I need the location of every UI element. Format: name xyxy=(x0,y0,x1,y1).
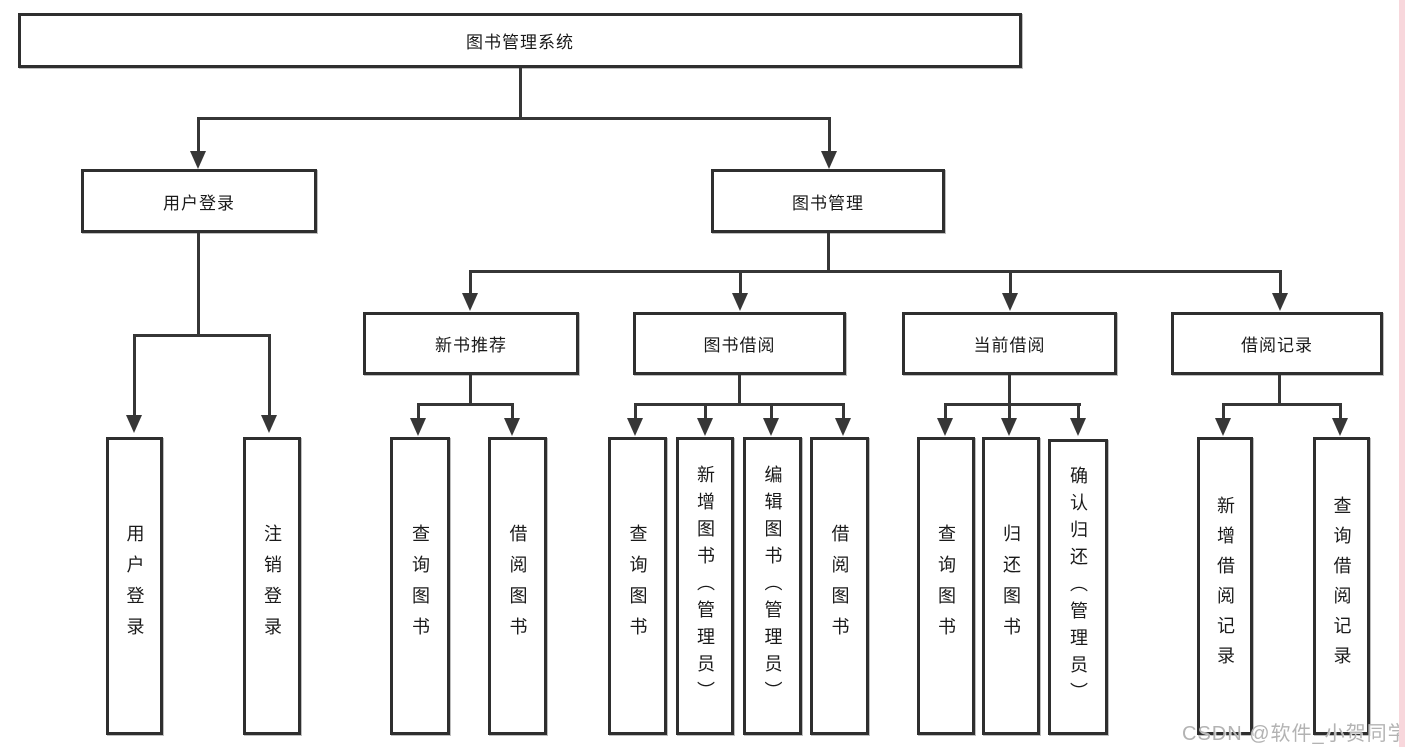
node-user-login: 用户登录 xyxy=(81,169,317,233)
arrow-groupC-2 xyxy=(1001,418,1017,436)
connector-l2-drop-right xyxy=(828,117,831,155)
arrow-groupD-2 xyxy=(1332,418,1348,436)
leaf-current-return: 归还图书 xyxy=(982,437,1040,735)
connector-l3-drop-1 xyxy=(469,270,472,295)
connector-l3-drop-2 xyxy=(739,270,742,295)
arrow-groupD-1 xyxy=(1215,418,1231,436)
connector-l2-bar xyxy=(197,117,831,120)
connector-groupA-stem xyxy=(469,375,472,406)
leaf-borrow-add-admin: 新增图书（管理员） xyxy=(676,437,734,735)
leaf-borrow-query-label: 查询图书 xyxy=(627,524,648,648)
arrow-groupA-1 xyxy=(410,418,426,436)
leaf-borrow-edit-admin: 编辑图书（管理员） xyxy=(743,437,802,735)
connector-l3-drop-4 xyxy=(1279,270,1282,295)
connector-groupA-bar xyxy=(417,403,514,406)
connector-groupB-bar xyxy=(634,403,845,406)
connector-groupB-stem xyxy=(738,375,741,406)
leaf-borrow-add-admin-label: 新增图书（管理员） xyxy=(695,464,715,708)
leaf-logout: 注销登录 xyxy=(243,437,301,735)
leaf-records-query: 查询借阅记录 xyxy=(1313,437,1370,735)
arrow-groupB-4 xyxy=(835,418,851,436)
connector-user-drop-1 xyxy=(133,334,136,416)
arrow-to-current-borrow xyxy=(1002,293,1018,311)
arrow-to-borrow-records xyxy=(1272,293,1288,311)
leaf-records-query-label: 查询借阅记录 xyxy=(1331,496,1352,676)
connector-l3-bar xyxy=(469,270,1282,273)
leaf-newbooks-borrow: 借阅图书 xyxy=(488,437,547,735)
leaf-borrow-borrow: 借阅图书 xyxy=(810,437,869,735)
leaf-records-add: 新增借阅记录 xyxy=(1197,437,1253,735)
node-root: 图书管理系统 xyxy=(18,13,1022,68)
connector-groupC-stem xyxy=(1008,375,1011,406)
connector-groupD-stem xyxy=(1278,375,1281,406)
connector-groupB-drop-4 xyxy=(842,403,845,420)
arrow-to-new-books xyxy=(462,293,478,311)
leaf-current-query-label: 查询图书 xyxy=(936,524,956,648)
arrow-to-book-mgmt xyxy=(821,151,837,169)
connector-groupC-drop-3 xyxy=(1077,403,1080,420)
connector-groupB-drop-1 xyxy=(634,403,637,420)
leaf-borrow-query: 查询图书 xyxy=(608,437,667,735)
arrow-groupB-1 xyxy=(627,418,643,436)
connector-groupC-drop-1 xyxy=(944,403,947,420)
connector-groupC-drop-2 xyxy=(1008,403,1011,420)
connector-user-bar xyxy=(133,334,271,337)
csdn-watermark: CSDN @软件_小贺同学 xyxy=(1182,723,1405,745)
arrow-groupC-1 xyxy=(937,418,953,436)
connector-l2-drop-left xyxy=(197,117,200,155)
leaf-borrow-borrow-label: 借阅图书 xyxy=(829,524,850,648)
connector-groupB-drop-2 xyxy=(704,403,707,420)
connector-groupD-drop-2 xyxy=(1339,403,1342,420)
node-new-book-recommend: 新书推荐 xyxy=(363,312,579,375)
leaf-user-login: 用户登录 xyxy=(106,437,163,735)
leaf-newbooks-query: 查询图书 xyxy=(390,437,450,735)
connector-user-stem xyxy=(197,233,200,337)
leaf-user-login-label: 用户登录 xyxy=(124,524,145,648)
leaf-newbooks-query-label: 查询图书 xyxy=(410,524,430,648)
arrow-to-book-borrow xyxy=(732,293,748,311)
leaf-current-query: 查询图书 xyxy=(917,437,975,735)
arrow-groupB-3 xyxy=(763,418,779,436)
connector-groupD-bar xyxy=(1222,403,1342,406)
arrow-groupC-3 xyxy=(1070,418,1086,436)
arrow-groupA-2 xyxy=(504,418,520,436)
connector-groupB-drop-3 xyxy=(770,403,773,420)
connector-l3-drop-3 xyxy=(1009,270,1012,295)
leaf-borrow-edit-admin-label: 编辑图书（管理员） xyxy=(762,464,783,708)
leaf-current-return-label: 归还图书 xyxy=(1001,524,1021,648)
connector-groupD-drop-1 xyxy=(1222,403,1225,420)
node-borrow-records: 借阅记录 xyxy=(1171,312,1383,375)
node-book-management: 图书管理 xyxy=(711,169,945,233)
connector-groupC-bar xyxy=(944,403,1081,406)
leaf-current-confirm-admin-label: 确认归还（管理员） xyxy=(1068,465,1088,709)
connector-mgmt-stem xyxy=(827,233,830,273)
arrow-to-user-login xyxy=(190,151,206,169)
node-current-borrow: 当前借阅 xyxy=(902,312,1117,375)
connector-groupA-drop-2 xyxy=(511,403,514,420)
leaf-records-add-label: 新增借阅记录 xyxy=(1215,496,1235,676)
leaf-newbooks-borrow-label: 借阅图书 xyxy=(507,524,528,648)
leaf-current-confirm-admin: 确认归还（管理员） xyxy=(1048,439,1108,735)
arrow-groupB-2 xyxy=(697,418,713,436)
arrow-to-leaf-login xyxy=(126,415,142,433)
right-accent-strip xyxy=(1399,0,1405,747)
connector-root-stem xyxy=(519,68,522,118)
connector-groupA-drop-1 xyxy=(417,403,420,420)
arrow-to-leaf-logout xyxy=(261,415,277,433)
leaf-logout-label: 注销登录 xyxy=(262,524,282,648)
node-book-borrow: 图书借阅 xyxy=(633,312,846,375)
connector-user-drop-2 xyxy=(268,334,271,416)
